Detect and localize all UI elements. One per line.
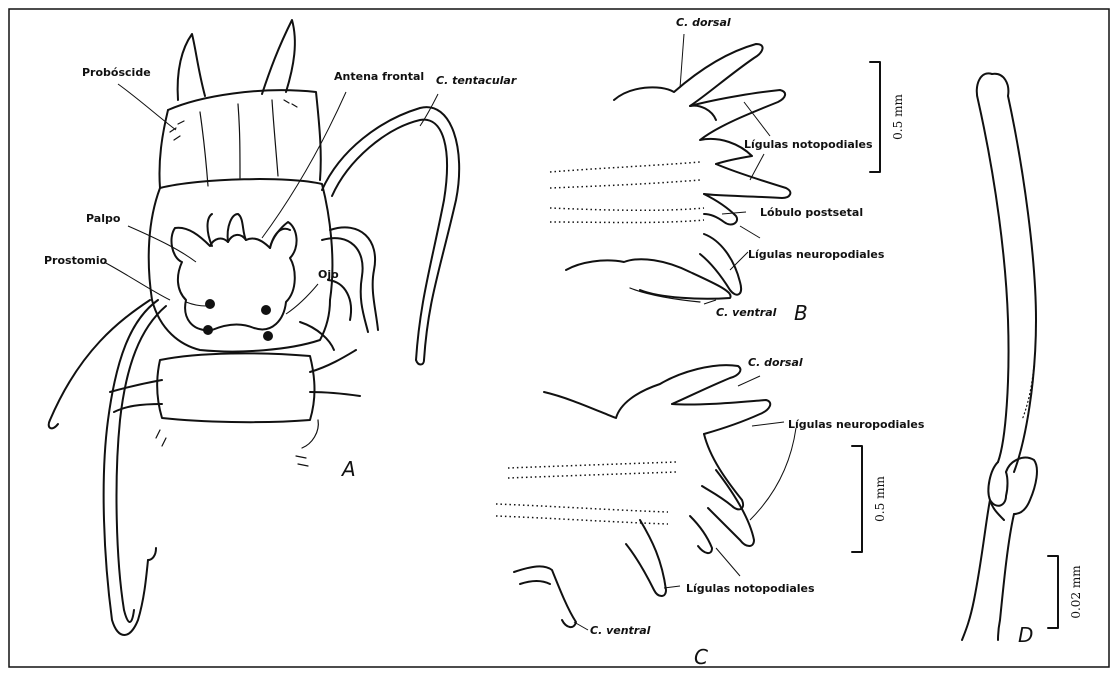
label-b-dorsal-cirrus: C. dorsal [676, 16, 731, 29]
label-b-postsetal-lobe: Lóbulo postsetal [760, 206, 863, 219]
label-c-neuropodial-ligules: Lígulas neuropodiales [788, 418, 925, 431]
label-c-ventral-cirrus: C. ventral [590, 624, 651, 637]
label-c-dorsal-cirrus: C. dorsal [748, 356, 803, 369]
eye-mark [263, 331, 273, 341]
label-proboscis: Probóscide [82, 66, 151, 79]
label-prostomium: Prostomio [44, 254, 108, 267]
label-c-notopodial-ligules: Lígulas notopodiales [686, 582, 815, 595]
panel-a-drawing [49, 20, 459, 635]
panel-b-drawing [550, 34, 880, 304]
label-tentacular-cirrus: C. tentacular [436, 74, 517, 87]
label-palp: Palpo [86, 212, 121, 225]
panel-d-drawing [962, 73, 1058, 640]
panel-a-letter: A [340, 457, 356, 481]
scale-d-label: 0.02 mm [1069, 565, 1083, 619]
label-b-neuropodial-ligules: Lígulas neuropodiales [748, 248, 885, 261]
label-b-notopodial-ligules: Lígulas notopodiales [744, 138, 873, 151]
scale-b-label: 0.5 mm [891, 94, 905, 140]
panel-c-letter: C [694, 645, 708, 669]
panel-d-letter: D [1018, 623, 1033, 647]
scale-c-label: 0.5 mm [873, 476, 887, 522]
eye-mark [203, 325, 213, 335]
label-b-ventral-cirrus: C. ventral [716, 306, 777, 319]
label-frontal-antenna: Antena frontal [334, 70, 424, 83]
label-eye: Ojo [318, 268, 339, 281]
eye-mark [205, 299, 215, 309]
panel-b-letter: B [794, 301, 808, 325]
eye-mark [261, 305, 271, 315]
